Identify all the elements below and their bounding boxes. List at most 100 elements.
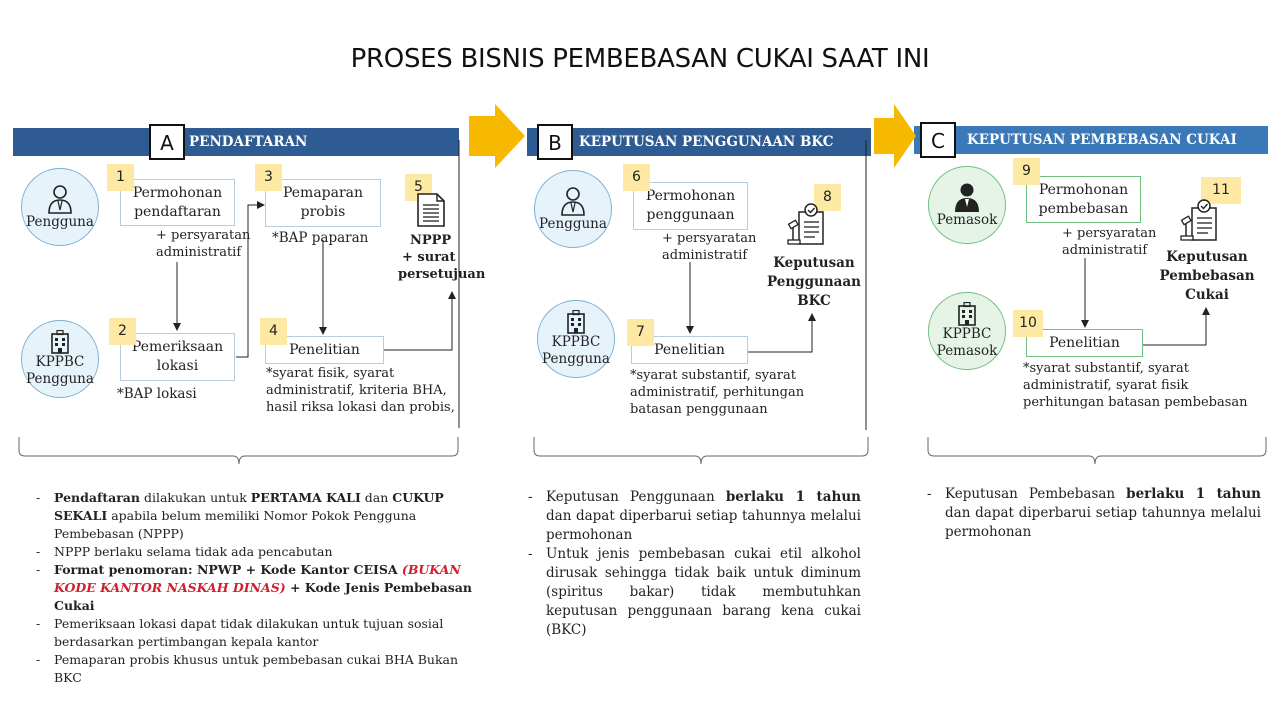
building-icon — [958, 302, 976, 326]
person-filled-icon — [955, 183, 979, 212]
brace-b — [533, 437, 869, 465]
step-2-box: Pemeriksaan lokasi — [120, 333, 235, 381]
step-7-number: 7 — [627, 319, 654, 346]
section-b-band: KEPUTUSAN PENGGUNAAN BKC — [527, 128, 871, 156]
step-6-note: + persyaratan administratif — [662, 230, 756, 264]
step-10-note-3: perhitungan batasan pembebasan — [1023, 395, 1248, 410]
brace-a — [18, 437, 459, 465]
note-a-5: Pemaparan probis khusus untuk pembebasan… — [36, 651, 488, 687]
step-9-label-1: Permohonan — [1038, 181, 1129, 198]
step-5-label-1: NPPP — [410, 233, 452, 248]
step-9-note-2: administratif — [1062, 243, 1148, 258]
page-title: PROSES BISNIS PEMBEBASAN CUKAI SAAT INI — [350, 44, 930, 74]
section-c-band: KEPUTUSAN PEMBEBASAN CUKAI — [914, 126, 1268, 154]
notes-list-c: Keputusan Pembebasan berlaku 1 tahun dan… — [927, 485, 1261, 542]
note-a-2: NPPP berlaku selama tidak ada pencabutan — [36, 543, 488, 561]
step-4-note-2: administratif, kriteria BHA, — [266, 383, 447, 398]
actor-kppbc-b-line2: Pengguna — [542, 351, 610, 367]
step-11-label-3: Cukai — [1185, 287, 1229, 303]
note-c-1: Keputusan Pembebasan berlaku 1 tahun dan… — [927, 485, 1261, 542]
actor-kppbc-c-line1: KPPBC — [942, 326, 992, 342]
actor-kppbc-b-line1: KPPBC — [551, 334, 601, 350]
step-8-number: 8 — [814, 184, 841, 211]
step-7-note-2: administratif, perhitungan — [630, 385, 805, 400]
step-4-note: *syarat fisik, syarat administratif, kri… — [266, 365, 455, 416]
step-10-number: 10 — [1013, 310, 1043, 337]
note-b-1: Keputusan Penggunaan berlaku 1 tahun dan… — [528, 488, 861, 545]
step-6-note-1: + persyaratan — [662, 231, 757, 246]
step-1-note: + persyaratan administratif — [156, 227, 250, 261]
section-c-letter: C — [920, 122, 956, 158]
step-7-note: *syarat substantif, syarat administratif… — [630, 367, 804, 418]
decision-document-icon — [787, 203, 824, 245]
step-2-label-1: Pemeriksaan — [131, 339, 224, 355]
step-11-number: 11 — [1201, 177, 1241, 204]
actor-kppbc-c-line2: Pemasok — [936, 343, 998, 359]
note-a-4: Pemeriksaan lokasi dapat tidak dilakukan… — [36, 615, 488, 651]
actor-pengguna-a: Pengguna — [21, 168, 99, 246]
step-6-number: 6 — [623, 164, 650, 191]
step-1-note-2: administratif — [156, 245, 242, 260]
step-6-note-2: administratif — [662, 248, 748, 263]
section-a-letter: A — [149, 124, 185, 160]
step-10-note: *syarat substantif, syarat administratif… — [1023, 360, 1248, 411]
step-9-note-1: + persyaratan — [1062, 226, 1157, 241]
step-10-box: Penelitian — [1026, 329, 1143, 357]
actor-pengguna-b-label: Pengguna — [539, 215, 607, 232]
building-icon — [51, 330, 69, 354]
note-a-1: Pendaftaran dilakukan untuk PERTAMA KALI… — [36, 489, 488, 543]
decision-document-icon — [1180, 199, 1217, 241]
connector-4-5 — [384, 291, 456, 351]
note-b-2: Untuk jenis pembebasan cukai etil alkoho… — [528, 545, 861, 640]
step-5-label-3: persetujuan — [398, 267, 486, 282]
actor-pemasok-c-label: Pemasok — [936, 211, 998, 228]
step-3-number: 3 — [255, 164, 282, 191]
step-10-note-2: administratif, syarat fisik — [1023, 378, 1189, 393]
step-9-box: Permohonan pembebasan — [1026, 176, 1141, 223]
step-11-label-2: Pembebasan — [1159, 268, 1255, 284]
person-icon — [48, 184, 72, 214]
arrow-a-to-b-icon — [469, 104, 525, 168]
note-a-3: Format penomoran: NPWP + Kode Kantor CEI… — [36, 561, 488, 615]
step-4-note-1: *syarat fisik, syarat — [266, 366, 395, 381]
step-7-note-3: batasan penggunaan — [630, 402, 768, 417]
step-3-note: *BAP paparan — [272, 230, 369, 246]
actor-pemasok-c: Pemasok — [928, 166, 1006, 244]
step-4-number: 4 — [260, 318, 287, 345]
step-8-label-1: Keputusan — [773, 255, 855, 271]
brace-c — [927, 437, 1267, 465]
step-4-note-3: hasil riksa lokasi dan probis, — [266, 400, 455, 415]
actor-pengguna-b: Pengguna — [534, 170, 612, 248]
actor-kppbc-a: KPPBC Pengguna — [21, 320, 99, 398]
actor-pengguna-a-label: Pengguna — [26, 213, 94, 230]
step-9-label-2: pembebasan — [1038, 200, 1129, 217]
step-2-label-2: lokasi — [156, 358, 199, 374]
notes-list-b: Keputusan Penggunaan berlaku 1 tahun dan… — [528, 488, 861, 640]
connector-7-8 — [748, 313, 816, 353]
actor-kppbc-a-line1: KPPBC — [35, 354, 85, 370]
arrow-b-to-c-icon — [874, 104, 916, 168]
step-9-note: + persyaratan administratif — [1062, 225, 1156, 259]
step-11-label: Keputusan Pembebasan Cukai — [1152, 248, 1262, 305]
step-3-label-1: Pemaparan — [282, 185, 364, 201]
step-1-note-1: + persyaratan — [156, 228, 251, 243]
building-icon — [567, 310, 585, 334]
step-7-note-1: *syarat substantif, syarat — [630, 368, 796, 383]
step-4-label: Penelitian — [289, 341, 360, 358]
step-1-label-2: pendaftaran — [134, 203, 221, 220]
step-8-label: Keputusan Penggunaan BKC — [762, 254, 866, 311]
actor-kppbc-a-line2: Pengguna — [26, 371, 94, 387]
step-10-note-1: *syarat substantif, syarat — [1023, 361, 1189, 376]
step-1-label-1: Permohonan — [132, 184, 223, 201]
section-b-label: KEPUTUSAN PENGGUNAAN BKC — [579, 134, 834, 150]
step-8-label-3: BKC — [797, 293, 831, 309]
notes-list-a: Pendaftaran dilakukan untuk PERTAMA KALI… — [36, 489, 488, 687]
section-b-letter: B — [537, 124, 573, 160]
step-6-label-1: Permohonan — [645, 188, 736, 204]
step-9-number: 9 — [1013, 158, 1040, 185]
connector-2-3 — [236, 201, 265, 358]
step-7-label: Penelitian — [654, 341, 725, 358]
connector-10-11 — [1143, 307, 1210, 346]
